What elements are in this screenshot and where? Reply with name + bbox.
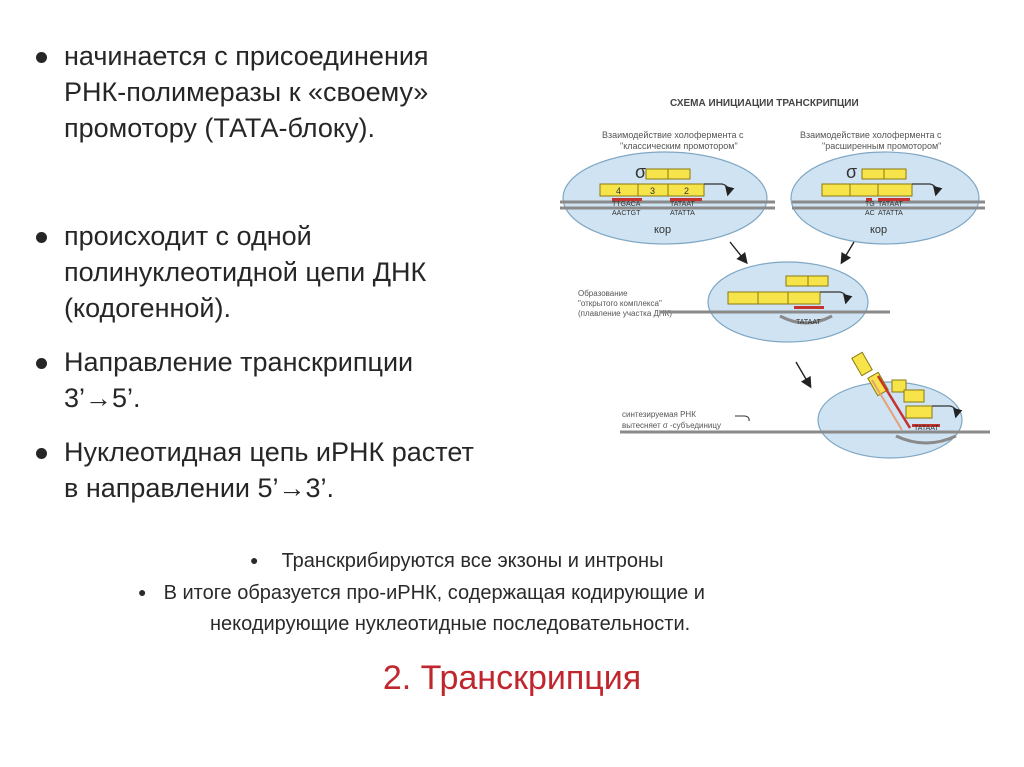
box-label-2: 2: [684, 186, 689, 196]
arrow-right-down: [840, 241, 855, 265]
open-complex: TATAAT: [660, 261, 890, 343]
bullet-4: Нуклеотидная цепь иРНК растет в направле…: [30, 434, 590, 506]
open-caption-line-1: Образование: [578, 289, 628, 298]
bullet-2: происходит с одной полинуклеотидной цепи…: [30, 218, 590, 326]
box-label-4: 4: [616, 186, 621, 196]
bullet-1-line-1: начинается с присоединения: [64, 41, 429, 71]
bullet-2-line-2: полинуклеотидной цепи ДНК: [64, 257, 427, 287]
bullet-2-line-3: (кодогенной).: [64, 293, 231, 323]
seq-tata-final: TATAAT: [914, 425, 939, 432]
slide-title-text: 2. Транскрипция: [382, 659, 642, 697]
seq-tata-top-left: TATAAT: [670, 201, 695, 208]
right-caption-line-2: "расширенным промотором": [822, 141, 941, 151]
core-label-left: кор: [654, 224, 671, 236]
bullet-1-line-3: промотору (ТАТА-блоку).: [64, 113, 375, 143]
seq-left-bottom: AACTGT: [612, 210, 641, 217]
bullet-3-line-2: 3’→5’.: [64, 383, 141, 413]
right-holoenzyme: σ TG AC TATAAT ATATTA кор: [790, 151, 985, 245]
rna-caption-line-1: синтезируемая РНК: [622, 410, 696, 419]
seq-right-bottom: AC: [865, 210, 875, 217]
lower-bullet-2: ● В итоге образуется про-иРНК, содержаща…: [138, 577, 998, 609]
sigma-label-left: σ: [635, 162, 646, 182]
lower-bullet-1: ● Транскрибируются все экзоны и интроны: [250, 545, 1024, 577]
arrow-left-down: [729, 241, 748, 265]
bullet-2-line-1: происходит с одной: [64, 221, 312, 251]
box-label-3: 3: [650, 186, 655, 196]
lower-bullet-2-continuation: некодирующие нуклеотидные последовательн…: [210, 609, 1024, 640]
bullet-dot: [36, 52, 47, 63]
open-caption-line-2: "открытого комплекса": [578, 299, 662, 308]
right-caption-line-1: Взаимодействие холофермента с: [800, 130, 942, 140]
arrow-final: [795, 361, 812, 389]
seq-left-top: TTGACA: [612, 201, 641, 208]
bullet-4-line-2: в направлении 5’→3’.: [64, 473, 335, 503]
left-caption-line-2: "классическим промотором": [620, 141, 738, 151]
core-label-right: кор: [870, 224, 887, 236]
slide-title: 2. Транскрипция: [0, 659, 1024, 698]
bullet-dot: ●: [138, 584, 147, 600]
bullet-dot: [36, 358, 47, 369]
seq-tata-bottom-right: ATATTA: [878, 210, 903, 217]
left-caption-line-1: Взаимодействие холофермента с: [602, 130, 744, 140]
bullet-dot: ●: [250, 552, 259, 568]
bullet-1-line-2: РНК-полимеразы к «своему»: [64, 77, 429, 107]
lower-bullets: ● Транскрибируются все экзоны и интроны …: [130, 545, 990, 640]
seq-tata-open: TATAAT: [796, 319, 821, 326]
seq-tata-top-right: TATAAT: [878, 201, 903, 208]
rna-caption-arrow: [735, 415, 750, 422]
rna-caption-line-2: вытесняет σ -субъединицу: [622, 421, 721, 430]
elongation-complex: TATAAT: [620, 351, 990, 459]
seq-tata-bottom-left: ATATTA: [670, 210, 695, 217]
bullet-dot: [36, 232, 47, 243]
bullet-3-line-1: Направление транскрипции: [64, 347, 414, 377]
lower-bullet-3-text: некодирующие нуклеотидные последовательн…: [210, 613, 691, 635]
left-holoenzyme: σ 4 3 2 TTGACA AACTGT TATAAT ATATTA кор: [560, 151, 775, 245]
diagram-heading: СХЕМА ИНИЦИАЦИИ ТРАНСКРИПЦИИ: [670, 98, 859, 109]
bullet-3: Направление транскрипции 3’→5’.: [30, 344, 590, 416]
seq-right-top: TG: [865, 201, 875, 208]
lower-bullet-2-text: В итоге образуется про-иРНК, содержащая …: [163, 582, 705, 604]
transcription-initiation-diagram: СХЕМА ИНИЦИАЦИИ ТРАНСКРИПЦИИ Взаимодейст…: [560, 98, 990, 459]
bullet-4-line-1: Нуклеотидная цепь иРНК растет: [64, 437, 474, 467]
open-caption-line-3: (плавление участка ДНК): [578, 309, 672, 318]
bullet-dot: [36, 448, 47, 459]
lower-bullet-1-text: Транскрибируются все экзоны и интроны: [281, 550, 664, 572]
sigma-label-right: σ: [846, 162, 857, 182]
bullet-1: начинается с присоединения РНК-полимераз…: [30, 38, 590, 146]
